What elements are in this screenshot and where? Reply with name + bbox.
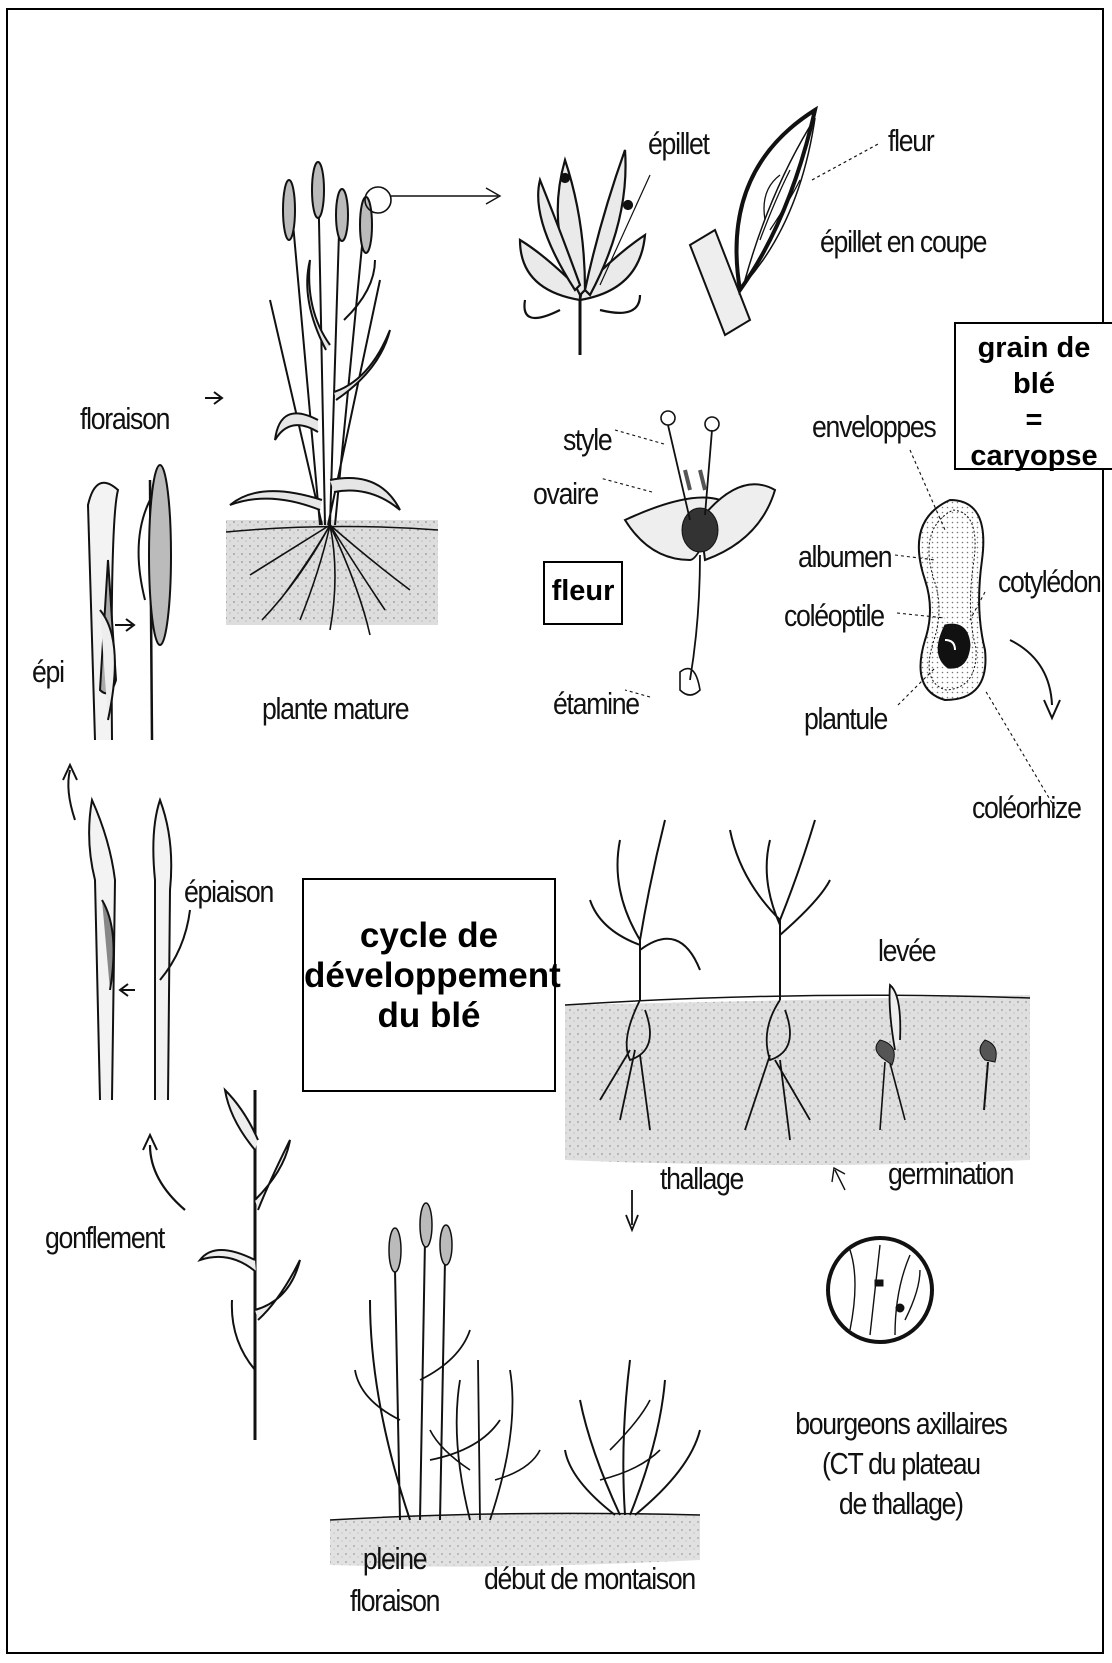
bourgeons-line-2: (CT du plateau — [795, 1444, 1006, 1484]
flower-box: fleur — [543, 561, 623, 625]
label-levee: levée — [878, 935, 935, 966]
bottom-plants-drawing — [330, 1203, 700, 1567]
label-style: style — [563, 424, 611, 455]
label-coleorhize: coléorhize — [972, 792, 1081, 823]
pleine-floraison-line-1: pleine — [350, 1538, 439, 1580]
ear-drawing — [63, 392, 222, 820]
heading-stage-drawing — [89, 800, 190, 1100]
label-coleoptile: coléoptile — [784, 600, 884, 631]
label-albumen: albumen — [798, 541, 891, 572]
label-floraison: floraison — [80, 403, 169, 434]
grain-line-1: grain de blé — [956, 330, 1112, 402]
label-epillet: épillet — [648, 128, 709, 159]
label-fleur: fleur — [888, 125, 933, 156]
grain-drawing — [895, 450, 1060, 808]
spikelet-drawing — [520, 150, 650, 355]
grain-line-3: caryopse — [956, 438, 1112, 474]
label-pleine-floraison: pleine floraison — [350, 1538, 439, 1622]
pleine-floraison-line-2: floraison — [350, 1580, 439, 1622]
label-plante-mature: plante mature — [262, 693, 408, 724]
boot-stage-drawing — [143, 1090, 300, 1440]
cycle-title-box: cycle de développement du blé — [302, 878, 556, 1092]
label-epiaison: épiaison — [184, 876, 273, 907]
label-cotyledon: cotylédon — [998, 566, 1101, 597]
flower-drawing — [600, 411, 775, 697]
axillary-bud-drawing — [828, 1238, 932, 1342]
title-line-2: développement — [304, 956, 554, 996]
label-enveloppes: enveloppes — [812, 411, 935, 442]
flower-box-label: fleur — [552, 575, 615, 607]
bourgeons-line-3: de thallage) — [795, 1484, 1006, 1524]
label-etamine: étamine — [553, 688, 639, 719]
label-plantule: plantule — [804, 703, 887, 734]
label-ovaire: ovaire — [533, 478, 598, 509]
title-line-3: du blé — [304, 996, 554, 1036]
label-gonflement: gonflement — [45, 1222, 164, 1253]
label-epi: épi — [32, 656, 64, 687]
label-bourgeons: bourgeons axillaires (CT du plateau de t… — [795, 1404, 1006, 1524]
label-epillet-coupe: épillet en coupe — [820, 226, 986, 257]
label-thallage: thallage — [660, 1163, 743, 1194]
title-line-1: cycle de — [304, 916, 554, 956]
mature-plant-drawing — [226, 162, 500, 635]
label-germination: germination — [888, 1158, 1013, 1189]
label-debut-montaison: début de montaison — [484, 1563, 695, 1594]
grain-line-2: = — [956, 402, 1112, 438]
spikelet-section-drawing — [690, 110, 880, 335]
grain-box: grain de blé = caryopse — [954, 322, 1112, 470]
bourgeons-line-1: bourgeons axillaires — [795, 1404, 1006, 1444]
